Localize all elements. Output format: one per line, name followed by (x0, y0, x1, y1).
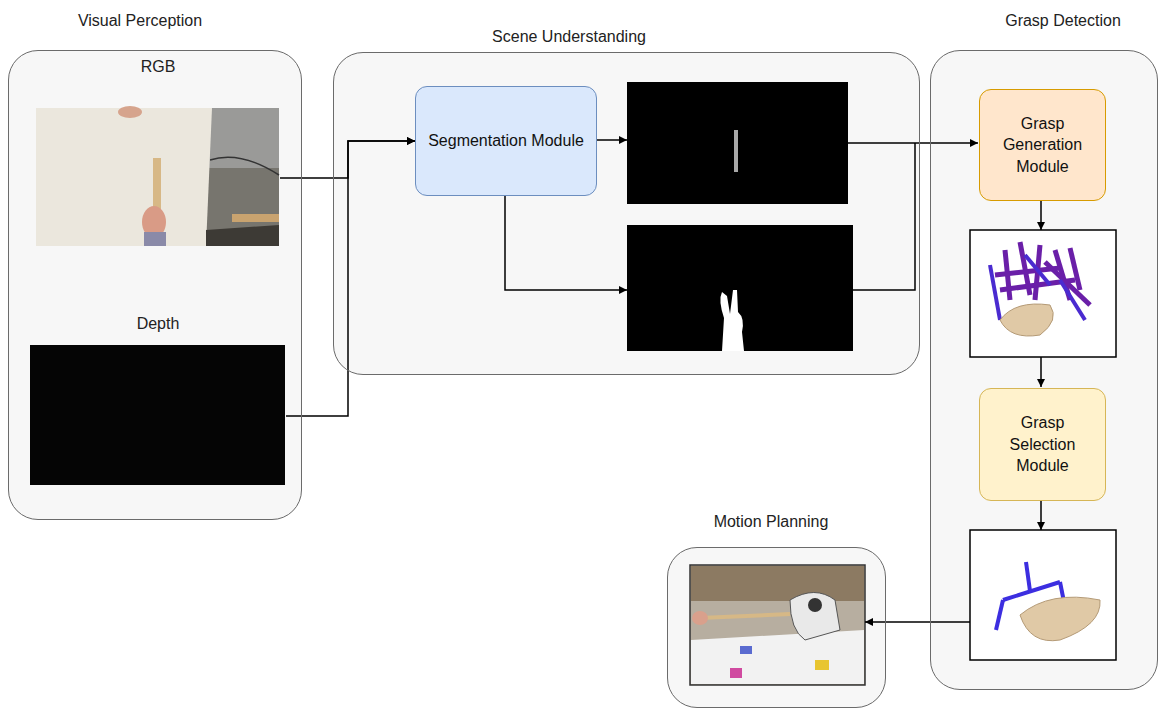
object-mask (627, 82, 848, 204)
hand-mask (627, 225, 853, 351)
box-label: Grasp Selection Module (988, 412, 1097, 477)
stage-heading: Visual Perception (78, 10, 202, 32)
stage-heading: Grasp Detection (1005, 10, 1121, 32)
stage-heading: RGB (141, 56, 176, 78)
rgb-input: RGB (37, 109, 280, 247)
stage-heading: Depth (137, 313, 180, 335)
robot-photo (690, 565, 865, 685)
panel-fill (930, 50, 1158, 690)
flow-wires (505, 140, 1041, 622)
stage-panel: Scene UnderstandingSegmentation Module (333, 52, 920, 375)
panel-fill (8, 50, 302, 520)
stage-panel: Motion Planning (667, 547, 886, 708)
box-label: Grasp Generation Module (988, 113, 1097, 178)
panel-fill (333, 52, 920, 375)
panel-fill (667, 547, 886, 708)
depth-image (30, 345, 285, 485)
grasp-candidates (970, 230, 1116, 357)
selected-grasp (970, 530, 1116, 660)
process-box: Grasp Selection Module (979, 388, 1106, 501)
process-box: Segmentation Module (415, 86, 597, 196)
process-box: Grasp Generation Module (979, 89, 1106, 201)
stage-panel: Grasp DetectionGrasp Generation ModuleGr… (930, 50, 1158, 690)
stage-heading: Motion Planning (714, 511, 829, 533)
depth-input: Depth (31, 346, 286, 486)
box-label: Segmentation Module (428, 130, 584, 152)
rgb-photo (36, 106, 279, 246)
stage-heading: Scene Understanding (492, 26, 646, 48)
stage-panel: Visual PerceptionRGBDepth (8, 50, 302, 520)
